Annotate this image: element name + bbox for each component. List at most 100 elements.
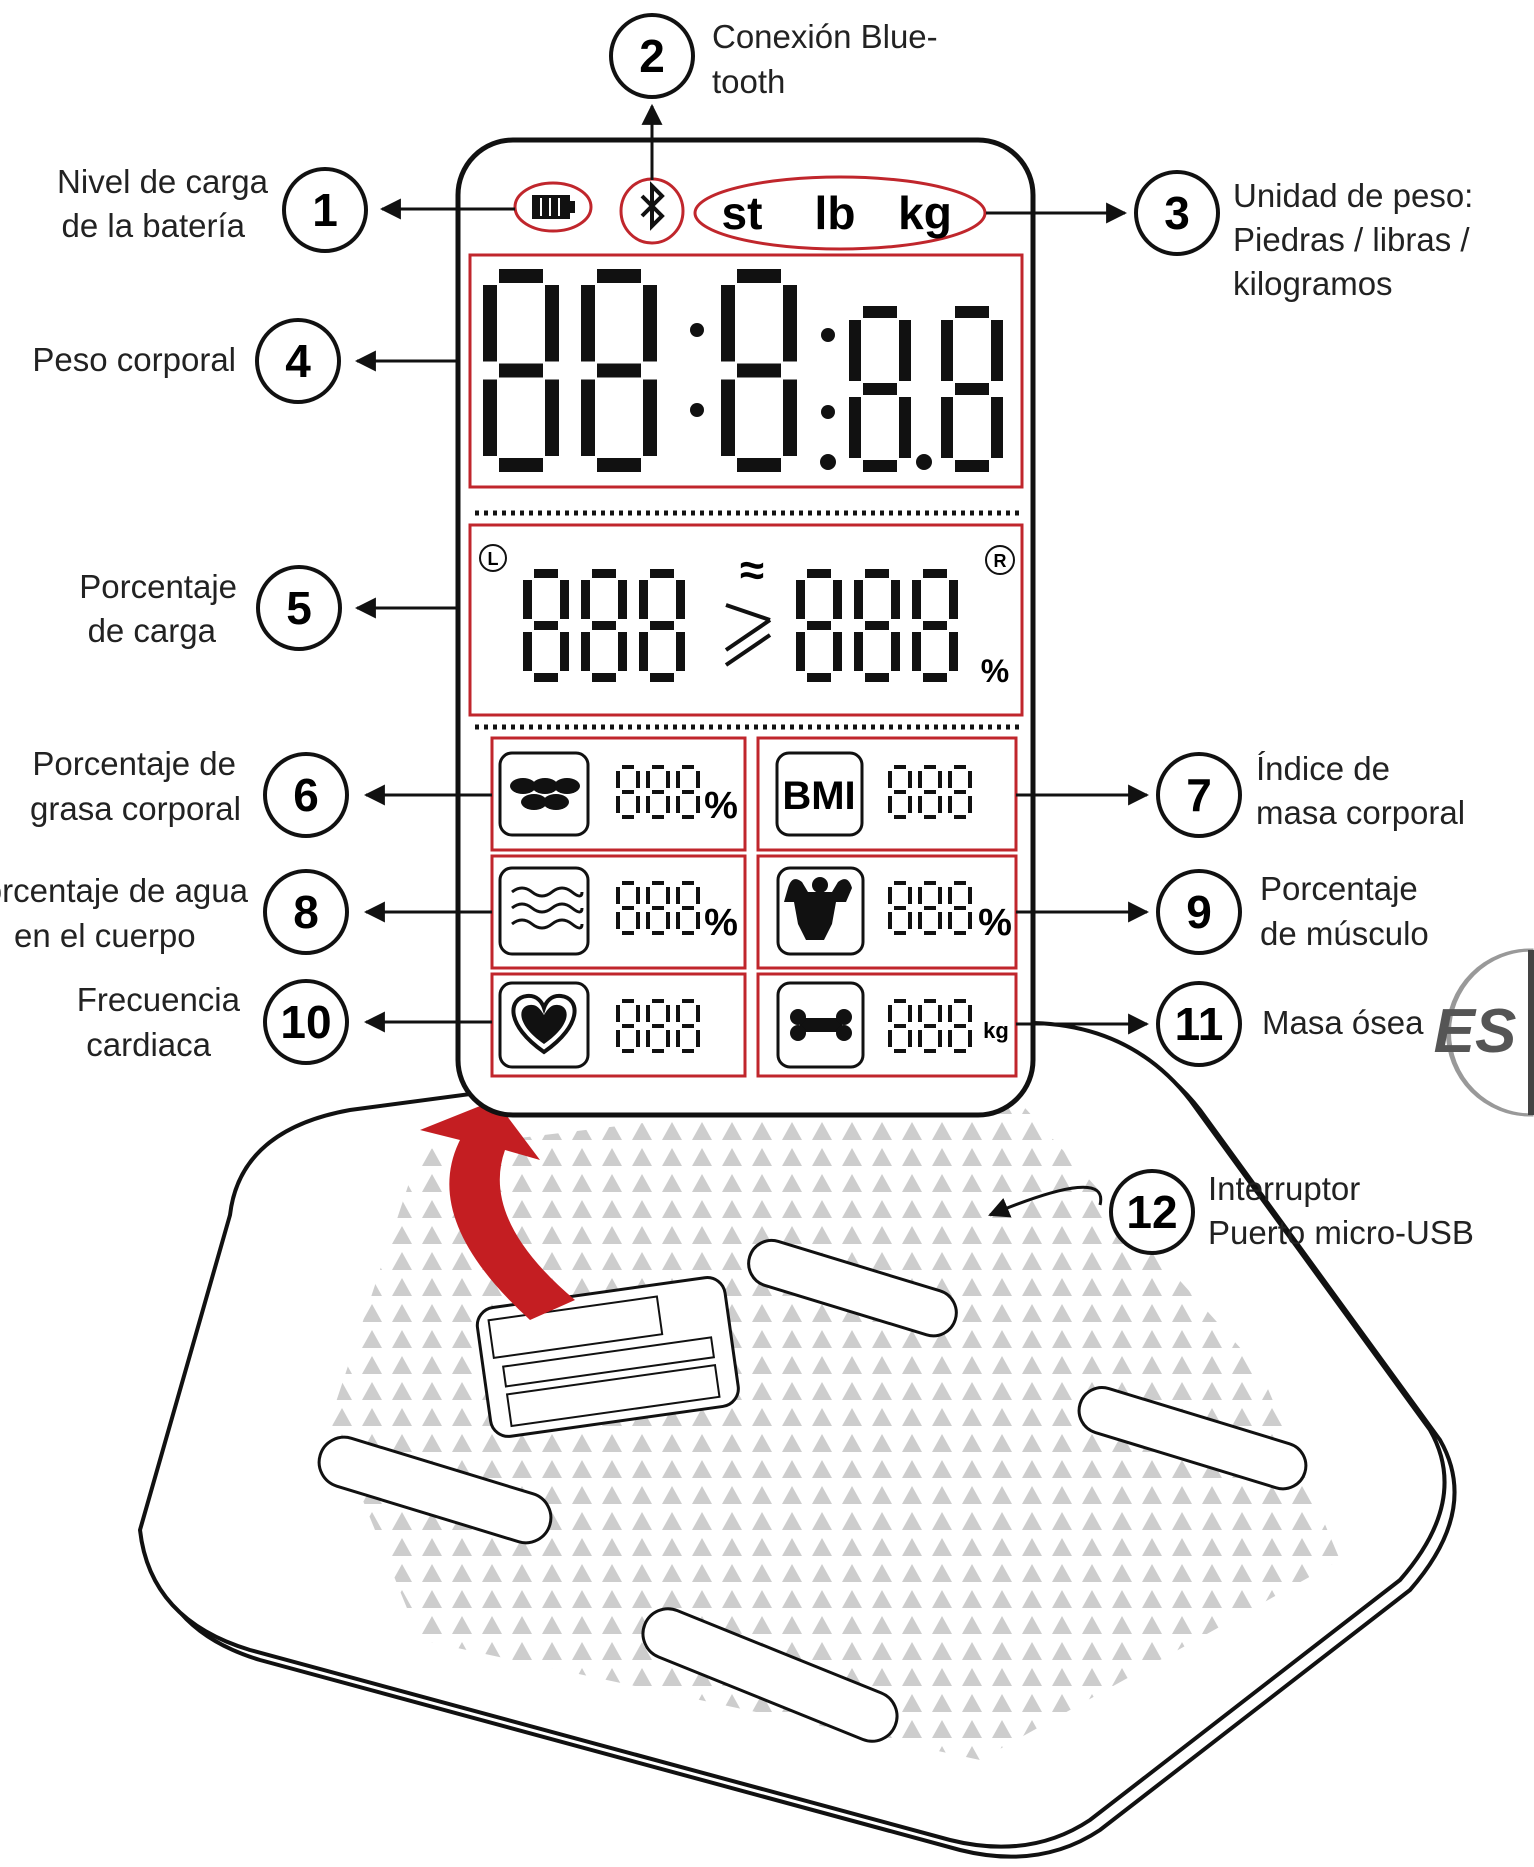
callout-label: de carga	[88, 612, 217, 649]
scale-illustration	[137, 1020, 1457, 1859]
callout-1: 1 Nivel de carga de la batería	[57, 163, 515, 253]
callout-8: 8 Porcentaje de agua en el cuerpo	[0, 869, 492, 955]
callout-number: 8	[293, 886, 319, 938]
callout-number: 11	[1175, 998, 1224, 1050]
callout-10: 10 Frecuencia cardiaca	[77, 979, 492, 1065]
callout-label: de la batería	[62, 207, 246, 244]
callout-number: 1	[312, 184, 338, 236]
lcd-digit	[794, 567, 844, 684]
load-percent-sign: %	[981, 653, 1009, 689]
electrode-bottom	[641, 1607, 899, 1743]
electrode-right	[1077, 1386, 1308, 1491]
lcd-digit	[637, 567, 687, 684]
bmi-label: BMI	[782, 774, 855, 818]
callout-label: tooth	[712, 63, 785, 100]
lcd-digit	[910, 567, 960, 684]
callout-number: 3	[1164, 187, 1190, 239]
callout-9: 9 Porcentaje de músculo	[1016, 869, 1429, 955]
bone-icon	[776, 981, 865, 1069]
lcd-digit	[481, 267, 561, 474]
approx-symbol: ≈	[740, 546, 764, 595]
callout-label: Porcentaje de agua	[0, 872, 249, 909]
weight-digits	[481, 267, 1005, 474]
callout-label: Piedras / libras /	[1233, 221, 1470, 258]
callout-label: Unidad de peso:	[1233, 177, 1473, 214]
callout-3: 3 Unidad de peso: Piedras / libras / kil…	[986, 170, 1473, 302]
callout-number: 5	[286, 582, 312, 634]
lcd-digit	[916, 997, 944, 1055]
lcd-digit	[579, 567, 629, 684]
callout-label: Porcentaje	[79, 568, 237, 605]
lcd-dot	[690, 323, 704, 337]
callout-number: 9	[1186, 886, 1212, 938]
callout-label: Nivel de carga	[57, 163, 269, 200]
lcd-dot	[820, 454, 836, 470]
metric-grid: BMI	[490, 736, 1018, 1078]
lcd-digit	[852, 567, 902, 684]
callout-label: Conexión Blue-	[712, 18, 938, 55]
callout-label: Puerto micro-USB	[1208, 1214, 1474, 1251]
callout-label: Peso corporal	[32, 341, 236, 378]
callout-label: en el cuerpo	[14, 917, 196, 954]
lcd-digit	[719, 267, 799, 474]
bluetooth-icon	[640, 181, 665, 231]
callout-label: de músculo	[1260, 915, 1429, 952]
lcd-digit	[886, 763, 914, 821]
callout-label: masa corporal	[1256, 794, 1465, 831]
lcd-digit	[886, 997, 914, 1055]
lcd-digit	[644, 763, 672, 821]
callout-label: Interruptor	[1208, 1170, 1360, 1207]
lcd-digit	[614, 763, 642, 821]
lcd-digit	[614, 879, 642, 937]
unit-lb: lb	[815, 187, 856, 239]
unit-st: st	[722, 187, 763, 239]
bone-kg-unit: kg	[983, 1018, 1009, 1043]
metric-digits	[614, 763, 974, 1055]
units-highlight	[693, 175, 987, 251]
callout-4: 4 Peso corporal	[32, 318, 460, 404]
lcd-digit	[614, 997, 642, 1055]
callout-number: 7	[1186, 769, 1212, 821]
callout-number: 10	[280, 996, 331, 1048]
fat-icon	[498, 751, 590, 837]
right-marker-letter: R	[994, 551, 1007, 571]
heart-icon	[498, 981, 590, 1069]
lcd-digit	[886, 879, 914, 937]
water-percent-sign: %	[704, 902, 738, 944]
lcd-dot	[821, 405, 835, 419]
electrode-left	[317, 1435, 553, 1545]
water-icon	[498, 866, 590, 956]
lcd-digit	[521, 567, 571, 684]
lcd-digit	[644, 997, 672, 1055]
lcd-digit	[946, 763, 974, 821]
callout-label: Índice de	[1256, 750, 1390, 787]
mini-display	[475, 1276, 740, 1438]
left-marker: L	[479, 544, 507, 572]
callout-2: 2 Conexión Blue- tooth	[609, 13, 938, 180]
lcd-digit	[579, 267, 659, 474]
callout-number: 2	[639, 30, 665, 82]
callout-6: 6 Porcentaje de grasa corporal	[30, 745, 492, 838]
lcd-digit	[946, 997, 974, 1055]
battery-icon	[532, 195, 575, 219]
callout-11: 11 Masa ósea	[1016, 981, 1424, 1067]
language-tab: ES	[1434, 948, 1534, 1117]
fat-percent-sign: %	[704, 785, 738, 827]
right-marker: R	[985, 545, 1015, 575]
callout-12: 12 Interruptor Puerto micro-USB	[988, 1169, 1474, 1255]
callout-label: cardiaca	[86, 1026, 211, 1063]
muscle-percent-sign: %	[978, 902, 1012, 944]
callout-label: Porcentaje de	[32, 745, 236, 782]
left-marker-letter: L	[488, 549, 499, 569]
lcd-digit	[674, 763, 702, 821]
lcd-dot	[916, 454, 932, 470]
lcd-digit	[916, 879, 944, 937]
scale-texture	[330, 1080, 1340, 1760]
lcd-dot	[690, 403, 704, 417]
bmi-badge: BMI	[775, 751, 864, 837]
lcd-digit	[946, 879, 974, 937]
status-row: st lb kg	[513, 175, 987, 251]
lcd-digit	[644, 879, 672, 937]
language-code: ES	[1434, 997, 1517, 1066]
